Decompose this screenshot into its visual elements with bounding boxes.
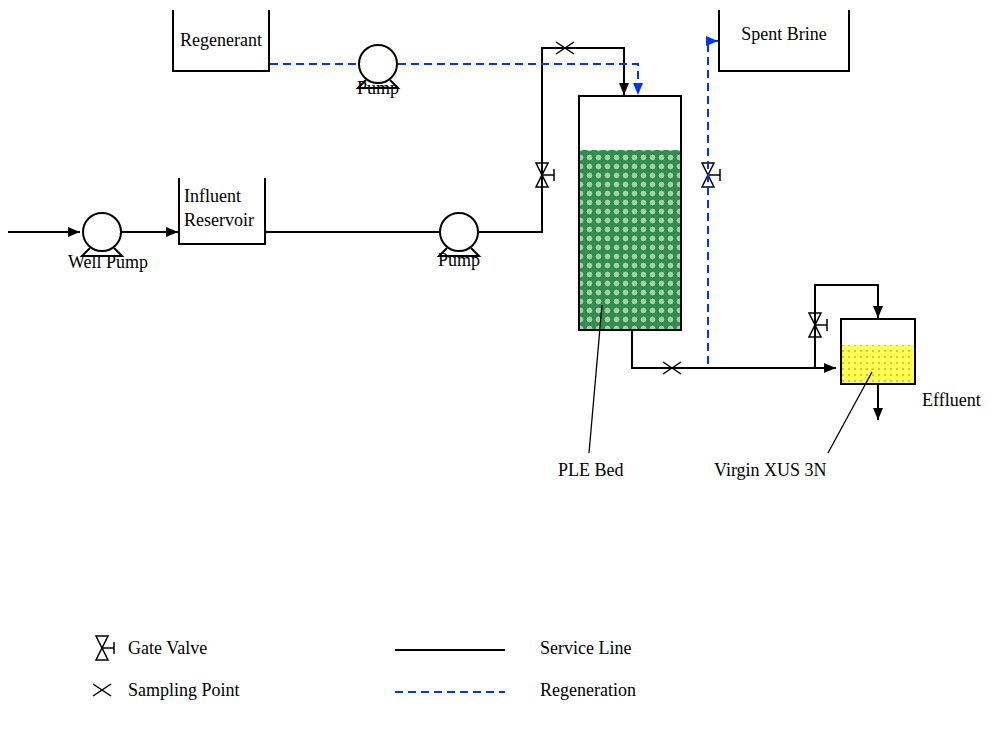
legend-text: Regeneration (540, 680, 636, 702)
pump-base (82, 80, 479, 256)
pump-label: Pump (357, 78, 399, 100)
sampling-point (93, 42, 681, 696)
tank-label: Regenerant (178, 28, 264, 52)
regeneration-line (270, 63, 358, 65)
flow-arrow (8, 232, 878, 420)
leader-line (589, 305, 872, 453)
ion-exchange-column: Virgin XUS 3N (840, 318, 916, 385)
regenerant-tank: Regenerant (172, 10, 270, 72)
regeneration-line (398, 64, 638, 95)
legend-text: Gate Valve (128, 638, 207, 660)
legend-text: Sampling Point (128, 680, 240, 702)
service-line (479, 48, 624, 232)
column-label: PLE Bed (558, 460, 624, 482)
legend-text: Service Line (540, 638, 631, 660)
tank-label: Spent Brine (724, 22, 844, 46)
resin-fill (841, 345, 915, 384)
legend-regeneration-line (395, 691, 505, 693)
pump-symbol: Pump (358, 44, 398, 84)
ion-exchange-column: PLE Bed (578, 95, 682, 331)
gate-valve (96, 163, 827, 660)
tank-label: Influent Reservoir (184, 184, 258, 233)
pump-label: Pump (438, 250, 480, 272)
pump-symbol: Well Pump (82, 212, 122, 252)
legend-service-line (395, 649, 505, 651)
flow-label: Effluent (922, 390, 981, 412)
brine-tank: Spent Brine (718, 10, 850, 72)
pump-symbol: Pump (439, 212, 479, 252)
resin-bed-fill (579, 150, 681, 330)
reservoir-tank: Influent Reservoir (178, 178, 266, 245)
column-label: Virgin XUS 3N (714, 460, 827, 482)
regeneration-line (632, 41, 718, 368)
pump-label: Well Pump (68, 252, 148, 274)
service-line (266, 231, 439, 233)
service-line (122, 231, 178, 233)
